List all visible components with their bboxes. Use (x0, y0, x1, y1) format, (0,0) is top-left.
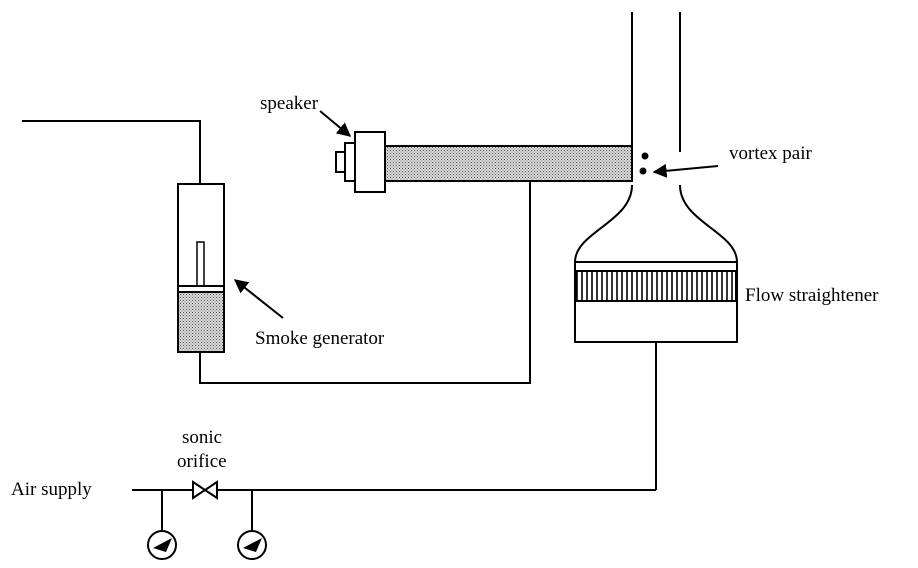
pressure-gauge-downstream (237, 530, 267, 560)
contraction-section (574, 184, 738, 263)
supply-line-top (22, 120, 201, 184)
flow-straightener (575, 270, 737, 302)
speaker (335, 131, 386, 193)
smoke-duct (384, 145, 633, 182)
smoke-generator-label: Smoke generator (255, 328, 385, 349)
orifice-label: orifice (177, 451, 227, 472)
speaker-arrow (319, 110, 352, 137)
flow-straightener-label: Flow straightener (745, 285, 879, 306)
vortex-pair-arrow (652, 163, 719, 178)
test-section-tube (631, 12, 681, 152)
air-supply-label: Air supply (11, 479, 92, 500)
air-supply-line (132, 342, 657, 531)
sonic-orifice-valve (192, 480, 218, 500)
settling-chamber (574, 261, 738, 343)
smoke-feed-line (199, 181, 531, 384)
vortex-pair (639, 152, 649, 175)
smoke-generator (177, 183, 225, 353)
pressure-gauge-upstream (147, 530, 177, 560)
smoke-generator-arrow (233, 279, 284, 319)
sonic-label: sonic (182, 427, 222, 448)
vortex-pair-label: vortex pair (729, 143, 813, 164)
speaker-label: speaker (260, 93, 319, 114)
